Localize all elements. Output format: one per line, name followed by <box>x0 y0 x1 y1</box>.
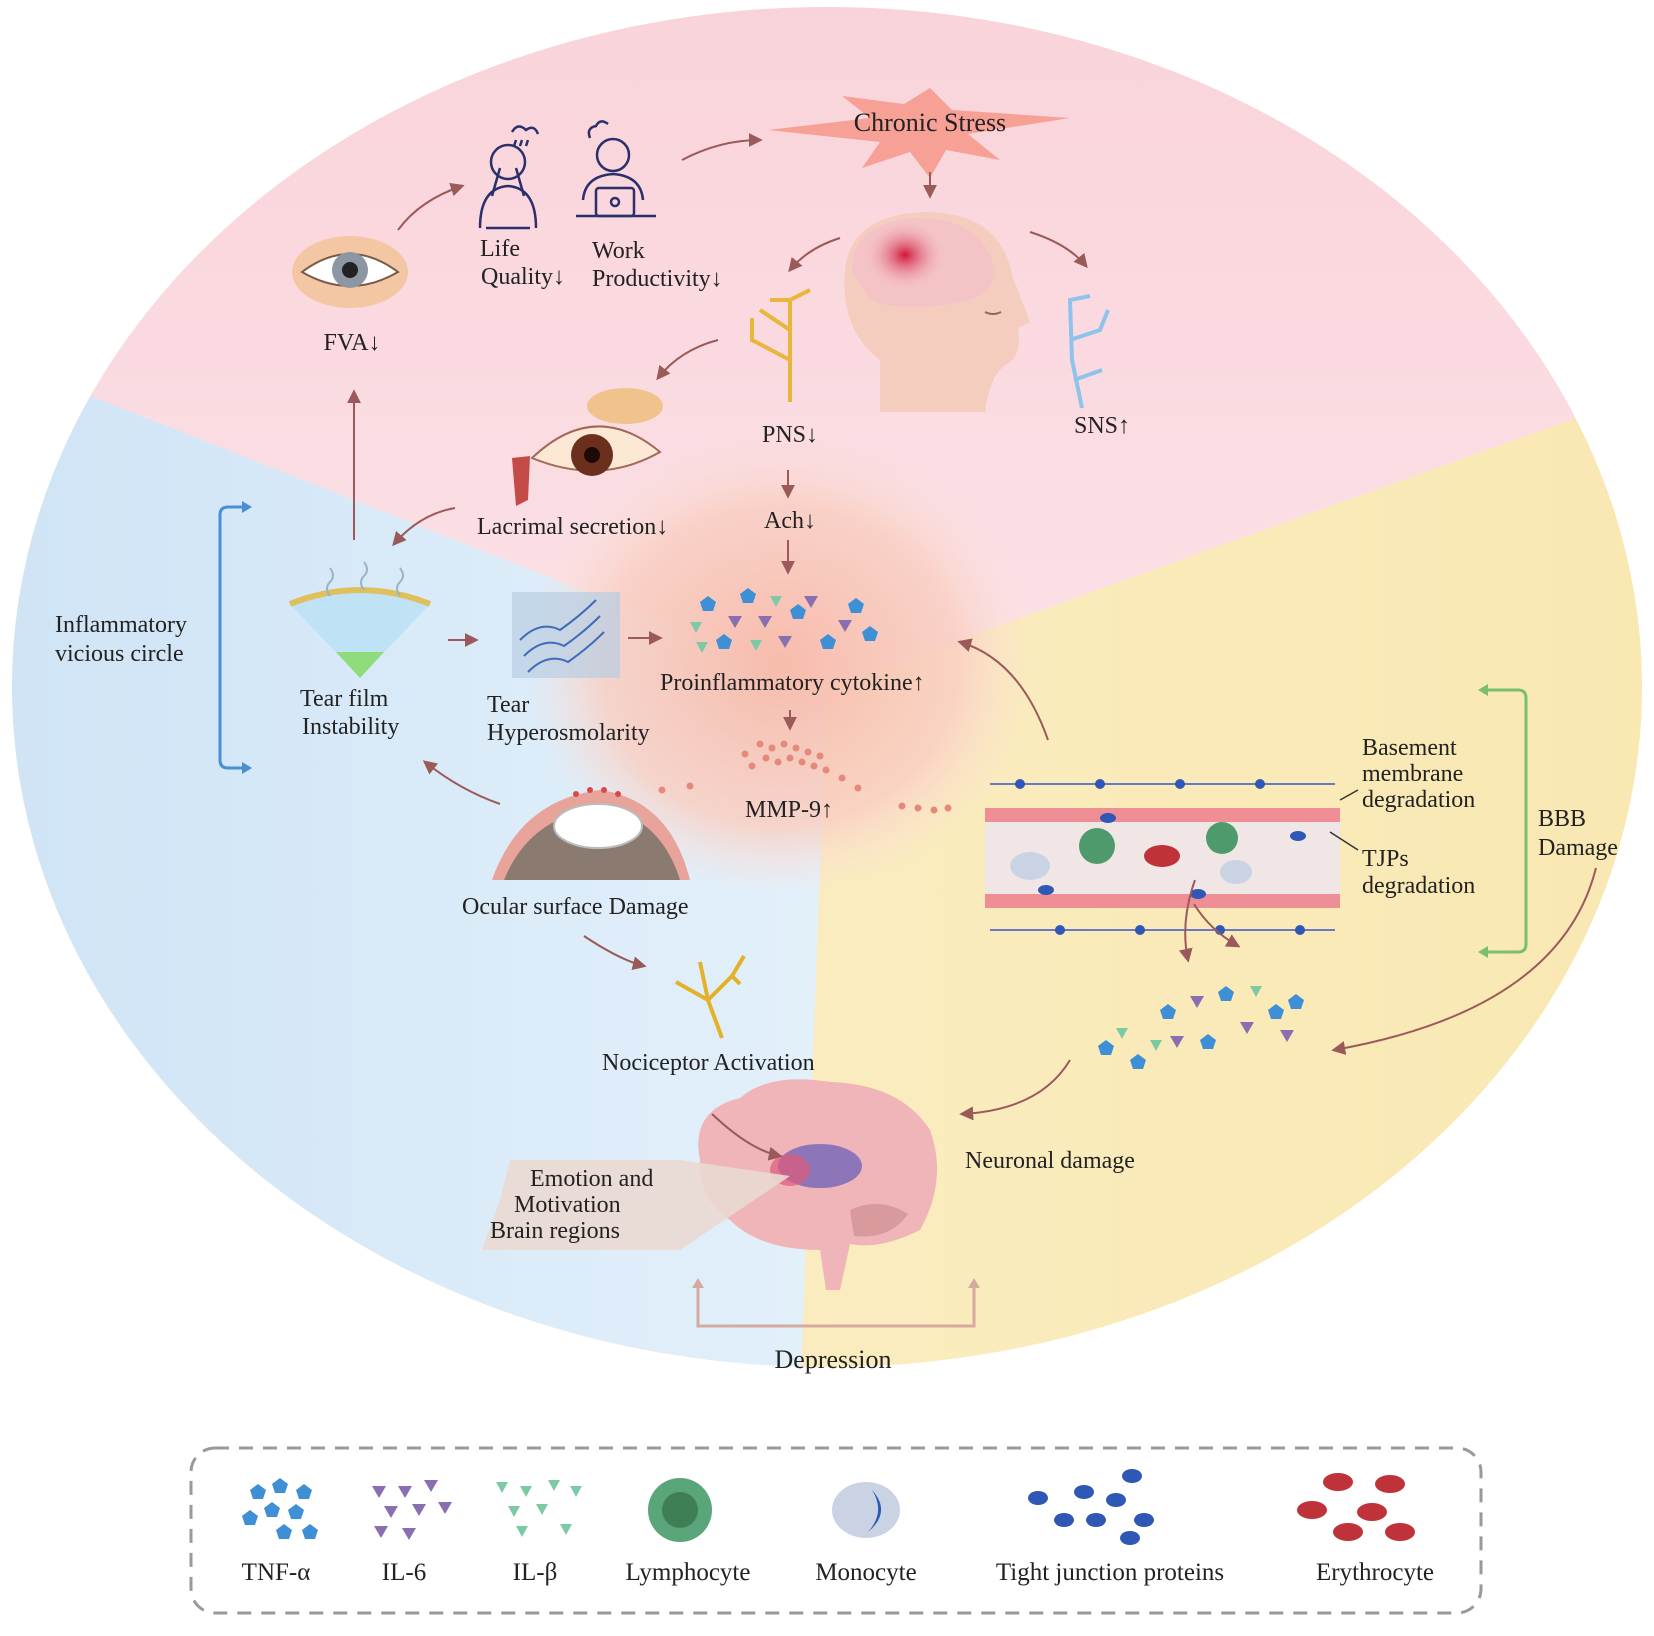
pns-label: PNS↓ <box>762 422 818 448</box>
released-cytokines-cluster <box>1098 986 1304 1069</box>
legend-box <box>189 1446 1483 1615</box>
pns-nerve-icon <box>750 288 811 402</box>
legend-label-tight-junction-proteins: Tight junction proteins <box>996 1559 1224 1586</box>
tear-film-label-2: Instability <box>302 714 399 740</box>
sns-nerve-icon <box>1067 294 1110 409</box>
chronic-stress-label: Chronic Stress <box>854 108 1006 137</box>
chronic-stress-burst: Chronic Stress <box>768 88 1070 178</box>
basement-label-2: membrane <box>1362 761 1463 787</box>
legend-label-il-6: IL-6 <box>382 1559 426 1586</box>
worker-at-laptop-icon <box>576 120 656 218</box>
ocular-surface-label: Ocular surface Damage <box>462 894 689 920</box>
life-quality-label-1: Life <box>480 236 520 262</box>
tjps-label-2: degradation <box>1362 873 1475 899</box>
cytokine-cluster-center <box>690 588 878 653</box>
tight-junction-ovals-icon <box>1028 1469 1154 1545</box>
il-beta-triangles-icon <box>496 1480 582 1537</box>
stress-sector <box>12 7 1642 687</box>
work-productivity-label-1: Work <box>592 238 645 264</box>
tear-hyper-label-1: Tear <box>487 692 529 718</box>
tear-film-label-1: Tear film <box>300 686 389 712</box>
center-inflammation-glow <box>525 435 1035 895</box>
life-quality-label-2: Quality↓ <box>481 264 565 290</box>
legend-label-monocyte: Monocyte <box>815 1559 916 1586</box>
sns-label: SNS↑ <box>1074 413 1130 439</box>
bbb-pointer-lines <box>1329 789 1359 851</box>
legend-label-erythrocyte: Erythrocyte <box>1316 1559 1434 1586</box>
vicious-circle-bracket <box>218 501 252 774</box>
basement-label-3: degradation <box>1362 787 1475 813</box>
mmp9-dots <box>658 740 952 814</box>
emotion-label-1: Emotion and <box>530 1166 653 1192</box>
head-with-brain-icon <box>844 212 1030 412</box>
monocyte-cell-icon <box>832 1482 900 1538</box>
lymphocyte-cell-icon <box>648 1478 712 1542</box>
tnf-alpha-pentagons-icon <box>242 1478 318 1539</box>
nociceptor-nerve-icon <box>675 954 746 1039</box>
legend-label-il-beta: IL-β <box>513 1559 558 1586</box>
stressed-person-icon <box>478 125 540 230</box>
proinflammatory-label: Proinflammatory cytokine↑ <box>660 670 925 696</box>
fva-label: FVA↓ <box>324 330 381 356</box>
vicious-circle-label-2: vicious circle <box>55 641 184 667</box>
emotion-label-2: Motivation <box>514 1192 621 1218</box>
emotion-label-3: Brain regions <box>490 1218 620 1244</box>
depression-bracket <box>696 1282 976 1328</box>
ocular-surface-cross-section-icon <box>492 787 690 880</box>
lacrimal-gland-eye-icon <box>512 388 663 506</box>
work-productivity-label-2: Productivity↓ <box>592 266 723 292</box>
lacrimal-label: Lacrimal secretion↓ <box>477 514 668 540</box>
neuronal-damage-label: Neuronal damage <box>965 1148 1135 1174</box>
basement-label-1: Basement <box>1362 735 1457 761</box>
bbb-label-1: BBB <box>1538 806 1586 832</box>
brain-icon <box>698 1079 938 1290</box>
erythrocyte-cells-icon <box>1297 1473 1415 1541</box>
tjps-label-1: TJPs <box>1362 846 1409 872</box>
flow-arrows <box>347 133 1597 1161</box>
vicious-circle-label-1: Inflammatory <box>55 612 187 638</box>
mmp9-label: MMP-9↑ <box>745 797 833 823</box>
legend-label-tnf-alpha: TNF-α <box>242 1559 311 1586</box>
depression-label: Depression <box>775 1345 892 1374</box>
ach-label: Ach↓ <box>764 508 816 534</box>
blood-brain-barrier-vessel-icon <box>985 779 1340 935</box>
tear-hyper-label-2: Hyperosmolarity <box>487 720 650 746</box>
hyperosmolarity-panel-icon <box>512 592 620 678</box>
tear-film-wedge-icon <box>288 561 432 678</box>
legend-label-lymphocyte: Lymphocyte <box>626 1559 751 1586</box>
nociceptor-label: Nociceptor Activation <box>602 1050 815 1076</box>
il-6-triangles-icon <box>372 1480 452 1540</box>
bbb-label-2: Damage <box>1538 835 1618 861</box>
emotion-brain-regions-callout <box>482 1160 790 1250</box>
open-eye-icon <box>292 236 408 308</box>
bbb-damage-bracket <box>1478 684 1528 958</box>
